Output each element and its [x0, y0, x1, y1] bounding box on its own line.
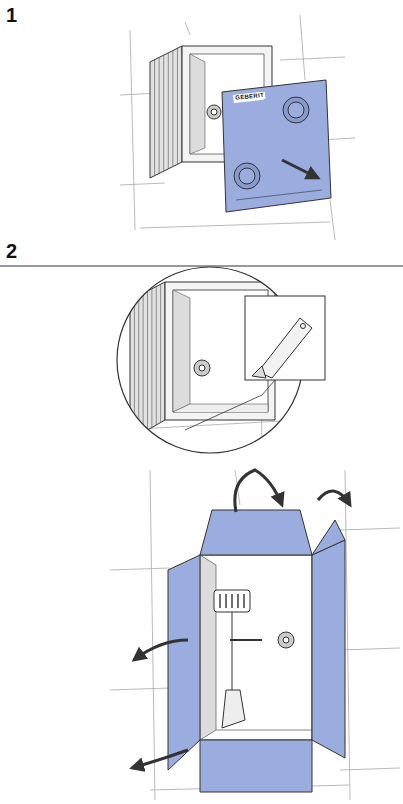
- step-number: 2: [6, 240, 17, 262]
- cover-flaps: [168, 510, 345, 792]
- fold-arrows: [132, 470, 350, 768]
- step-divider: [0, 266, 403, 267]
- protective-cover: [222, 80, 331, 212]
- opened-box: [200, 555, 312, 740]
- wall-tiles: [110, 470, 400, 800]
- wall-tiles: [120, 15, 355, 240]
- step-number: 1: [6, 4, 17, 26]
- pull-arrow: [282, 160, 318, 178]
- cutter-inset: [185, 296, 325, 430]
